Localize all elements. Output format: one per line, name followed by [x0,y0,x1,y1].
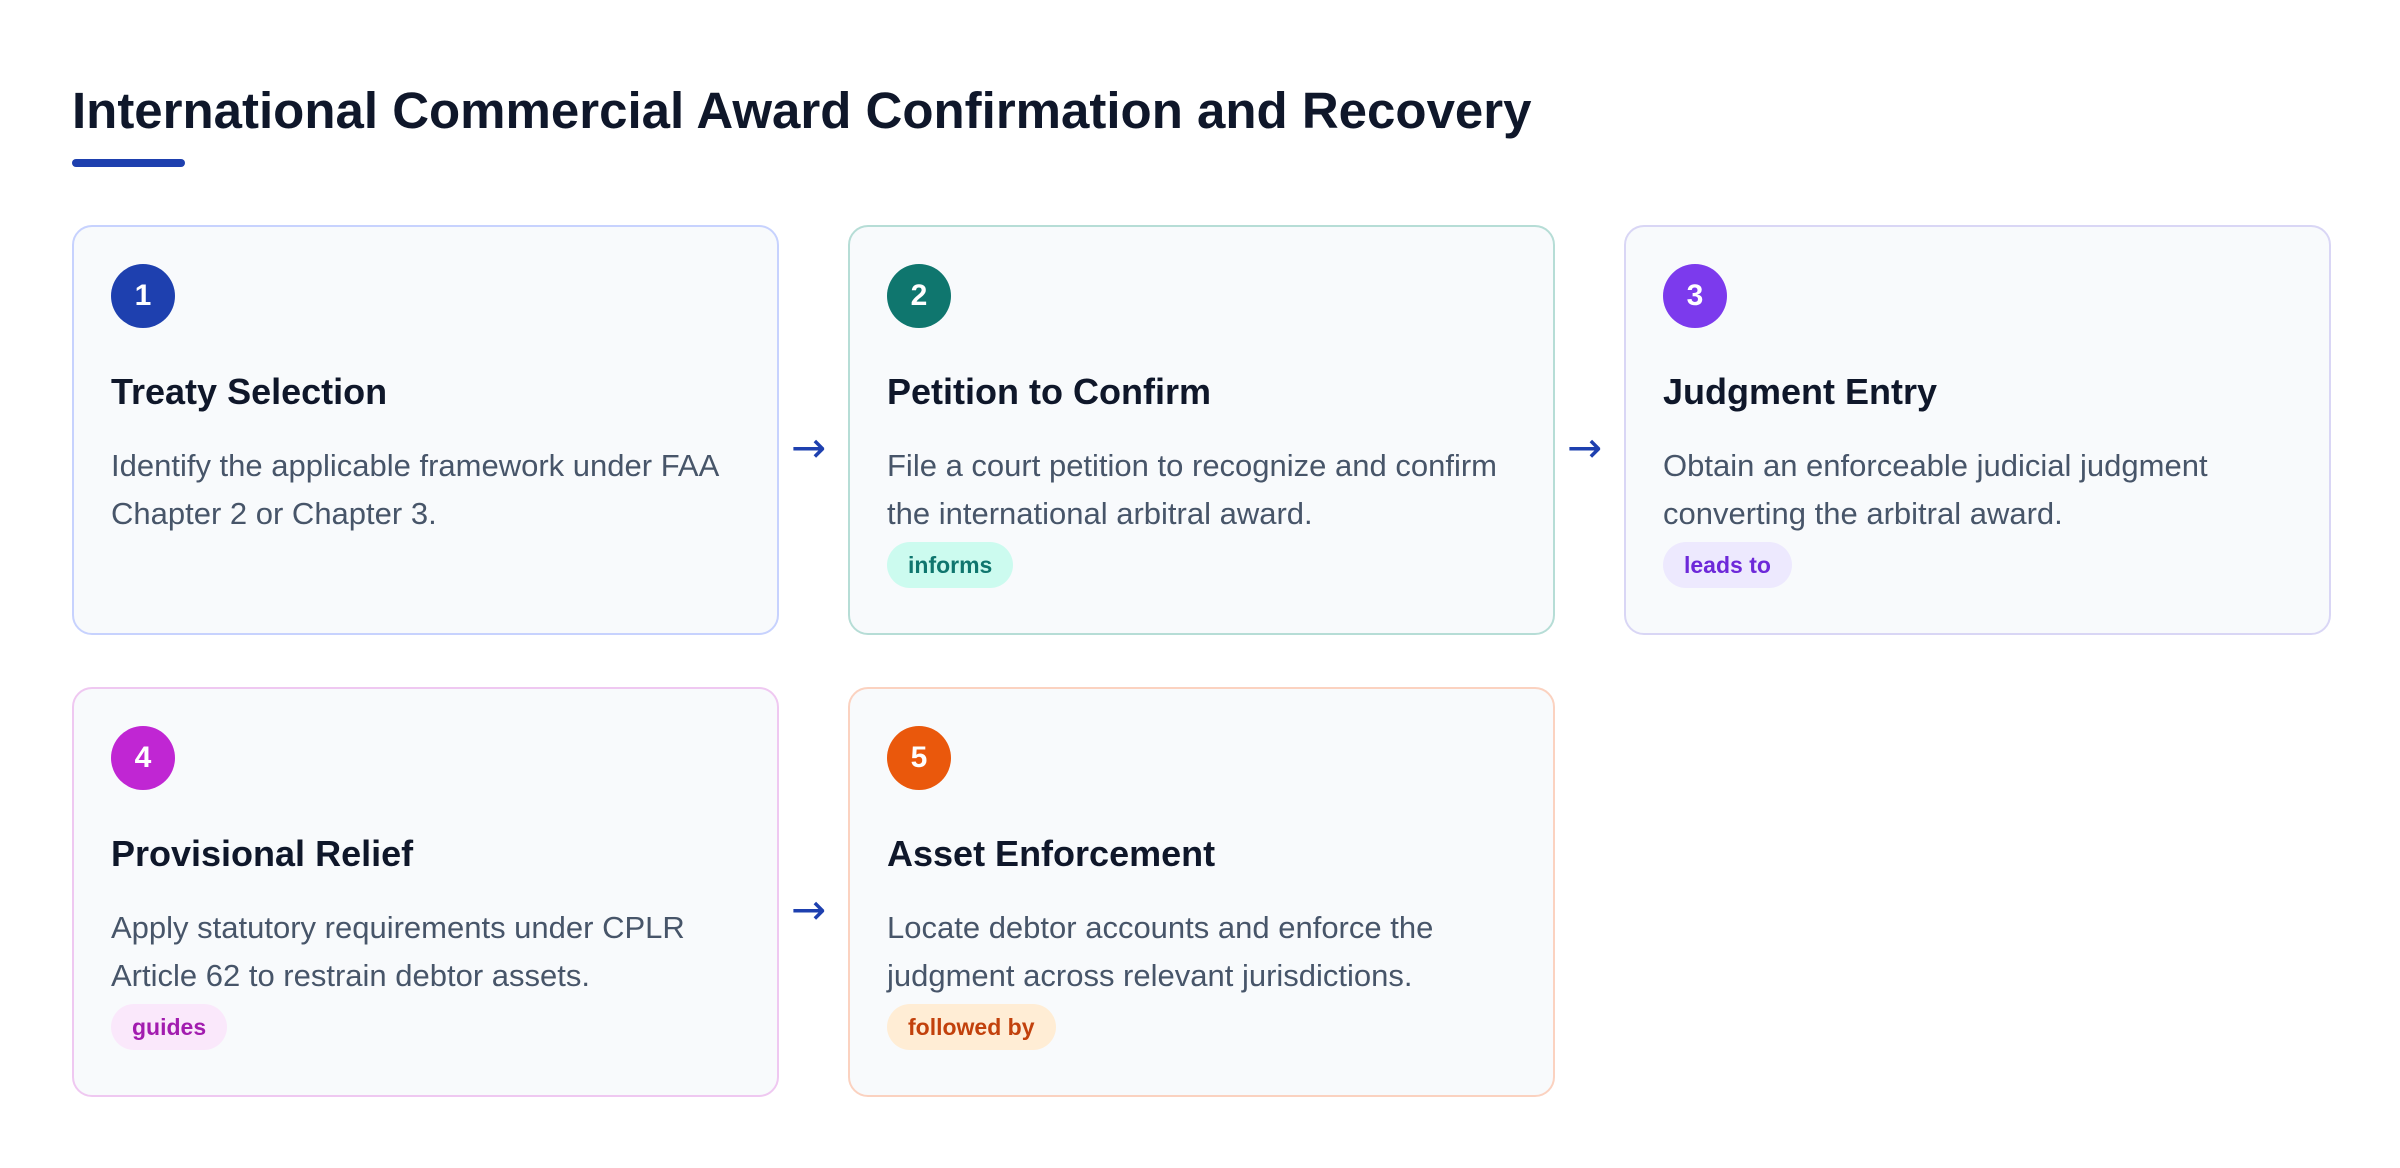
step-title: Petition to Confirm [887,371,1211,412]
flow-arrow-1-2: → [791,423,827,472]
step-number-badge: 5 [887,726,951,790]
step-number-badge: 4 [111,726,175,790]
step-card-treaty-selection: 1 Treaty Selection Identify the applicab… [72,225,779,635]
step-number-badge: 1 [111,264,175,328]
step-description: File a court petition to recognize and c… [887,448,1497,531]
title-underline [72,159,185,167]
step-card-petition-to-confirm: 2 Petition to Confirm File a court petit… [848,225,1555,635]
step-number-badge: 3 [1663,264,1727,328]
page-title: International Commercial Award Confirmat… [72,82,1532,139]
step-card-asset-enforcement: 5 Asset Enforcement Locate debtor accoun… [848,687,1555,1097]
step-title: Provisional Relief [111,833,414,874]
relation-badge: informs [887,542,1014,588]
flow-arrow-2-3: → [1567,423,1603,472]
flow-arrow-4-5: → [791,885,827,934]
relation-badge: leads to [1663,542,1792,588]
step-card-provisional-relief: 4 Provisional Relief Apply statutory req… [72,687,779,1097]
step-title: Treaty Selection [111,371,388,412]
relation-badge: guides [111,1004,228,1050]
step-description: Locate debtor accounts and enforce the j… [887,910,1434,993]
step-description: Identify the applicable framework under … [111,448,718,531]
step-title: Judgment Entry [1663,371,1938,412]
step-description: Obtain an enforceable judicial judgment … [1663,448,2208,531]
step-description: Apply statutory requirements under CPLR … [111,910,685,993]
step-number-badge: 2 [887,264,951,328]
step-title: Asset Enforcement [887,833,1216,874]
step-card-judgment-entry: 3 Judgment Entry Obtain an enforceable j… [1624,225,2331,635]
relation-badge: followed by [887,1004,1056,1050]
